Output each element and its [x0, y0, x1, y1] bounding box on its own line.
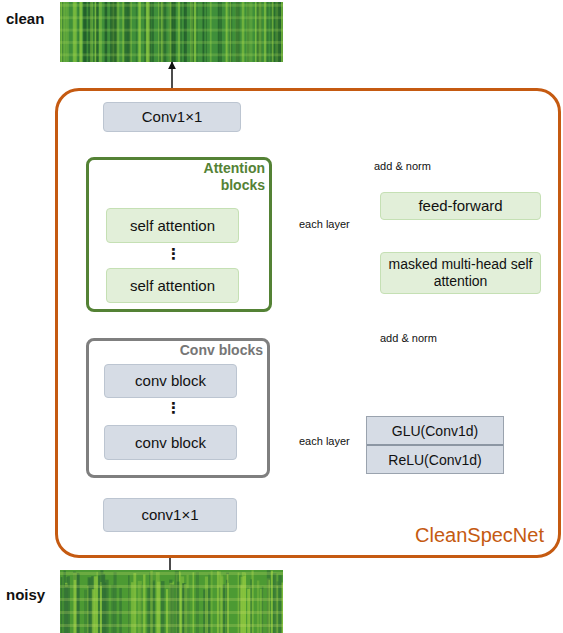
node-text: conv block: [135, 372, 206, 390]
node-text: conv1×1: [141, 506, 198, 524]
spectrogram-image: [60, 570, 283, 633]
node-text: conv block: [135, 434, 206, 452]
attention-box: masked multi-head self attention: [380, 252, 541, 294]
node-text: Conv blocks: [180, 342, 263, 358]
feed-forward-box: feed-forward: [380, 192, 541, 220]
node-text: noisy: [6, 586, 45, 603]
leader-label: each layer: [299, 435, 350, 447]
clean-spectrogram: clean: [60, 2, 283, 62]
leader-label: each layer: [299, 218, 350, 230]
node-text: feed-forward: [418, 197, 502, 215]
node-text: clean: [6, 10, 44, 27]
layer-detail-box: GLU(Conv1d)ReLU(Conv1d): [366, 416, 504, 474]
node-text: ReLU(Conv1d): [367, 446, 503, 473]
conv-box: conv1×1: [103, 498, 237, 532]
attention-box: self attention: [106, 268, 239, 303]
conv-box: conv block: [104, 425, 237, 460]
node-text: CleanSpecNet: [415, 524, 544, 547]
attention-box: self attention: [106, 208, 239, 243]
node-text: GLU(Conv1d): [367, 417, 503, 446]
model-frame: CleanSpecNet Conv1×1Attention blocks self …: [55, 88, 561, 558]
residual-label: add & norm: [372, 160, 433, 172]
conv-box: Conv1×1: [103, 102, 241, 132]
conv-box: conv block: [104, 364, 237, 398]
node-text: self attention: [130, 217, 215, 235]
node-text: Attention blocks: [181, 160, 265, 194]
ellipsis-mark: ⋮: [166, 399, 181, 417]
node-text: Conv1×1: [142, 108, 202, 126]
ellipsis-mark: ⋮: [166, 245, 181, 263]
noisy-spectrogram: noisy: [60, 570, 283, 633]
residual-label: add & norm: [378, 332, 439, 344]
attention-group: Attention blocks self attention self atten…: [86, 157, 272, 312]
spectrogram-image: [60, 2, 283, 62]
node-text: self attention: [130, 277, 215, 295]
node-text: masked multi-head self attention: [387, 256, 534, 290]
